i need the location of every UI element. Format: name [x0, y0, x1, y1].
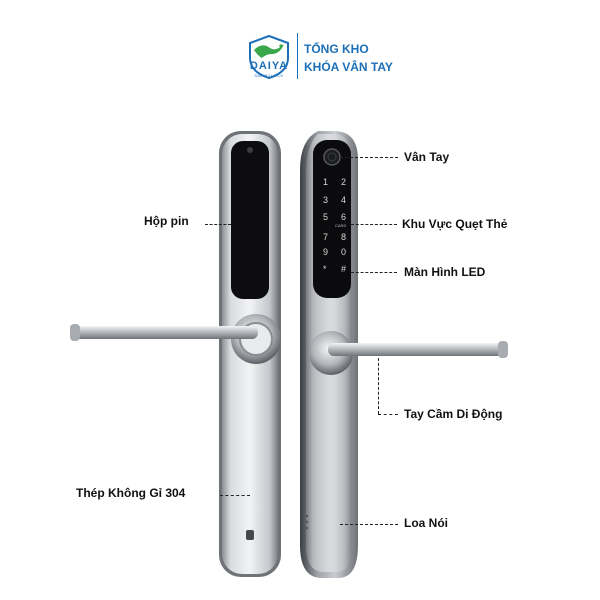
- inner-plate: [70, 131, 281, 577]
- keypad-key[interactable]: 8: [341, 232, 347, 242]
- keypad-key[interactable]: *: [323, 264, 327, 274]
- keypad-key[interactable]: 0: [341, 247, 347, 257]
- brand-logo-icon: [249, 34, 289, 80]
- callout-fingerprint: Vân Tay: [404, 150, 450, 164]
- callout-battery: Hộp pin: [144, 214, 189, 228]
- leader-battery: [205, 224, 231, 225]
- outer-plate: [300, 131, 508, 578]
- header-title-line2: KHÓA VÂN TAY: [304, 60, 393, 74]
- keypad-key[interactable]: 5: [323, 212, 329, 222]
- leader-card-area: [351, 224, 397, 225]
- card-area-label: CARD: [335, 223, 347, 228]
- leader-fingerprint: [340, 157, 398, 158]
- callout-steel: Thép Không Gỉ 304: [76, 486, 186, 500]
- keypad-key[interactable]: 3: [323, 195, 329, 205]
- callout-card-area: Khu Vực Quẹt Thẻ: [402, 217, 508, 231]
- keypad-key[interactable]: 6: [341, 212, 347, 222]
- brand-name: DAIYA: [249, 60, 289, 72]
- brand-tagline: SMARTLOCK: [254, 73, 284, 78]
- callout-led-screen: Màn Hình LED: [404, 265, 486, 279]
- keypad-key[interactable]: 2: [341, 177, 347, 187]
- callout-handle: Tay Cầm Di Động: [404, 407, 503, 421]
- logo-divider: [297, 33, 298, 79]
- keypad-key[interactable]: #: [341, 264, 347, 274]
- leader-speaker: [340, 524, 398, 525]
- keypad-key[interactable]: 9: [323, 247, 329, 257]
- leader-handle: [378, 414, 398, 415]
- leader-handle-vertical: [378, 358, 379, 414]
- header-title-line1: TỔNG KHO: [304, 42, 369, 56]
- leader-led-screen: [351, 272, 397, 273]
- keypad-key[interactable]: 7: [323, 232, 329, 242]
- callout-speaker: Loa Nói: [404, 516, 448, 530]
- keypad-key[interactable]: 4: [341, 195, 347, 205]
- keypad-key[interactable]: 1: [323, 177, 329, 187]
- leader-steel: [220, 495, 250, 496]
